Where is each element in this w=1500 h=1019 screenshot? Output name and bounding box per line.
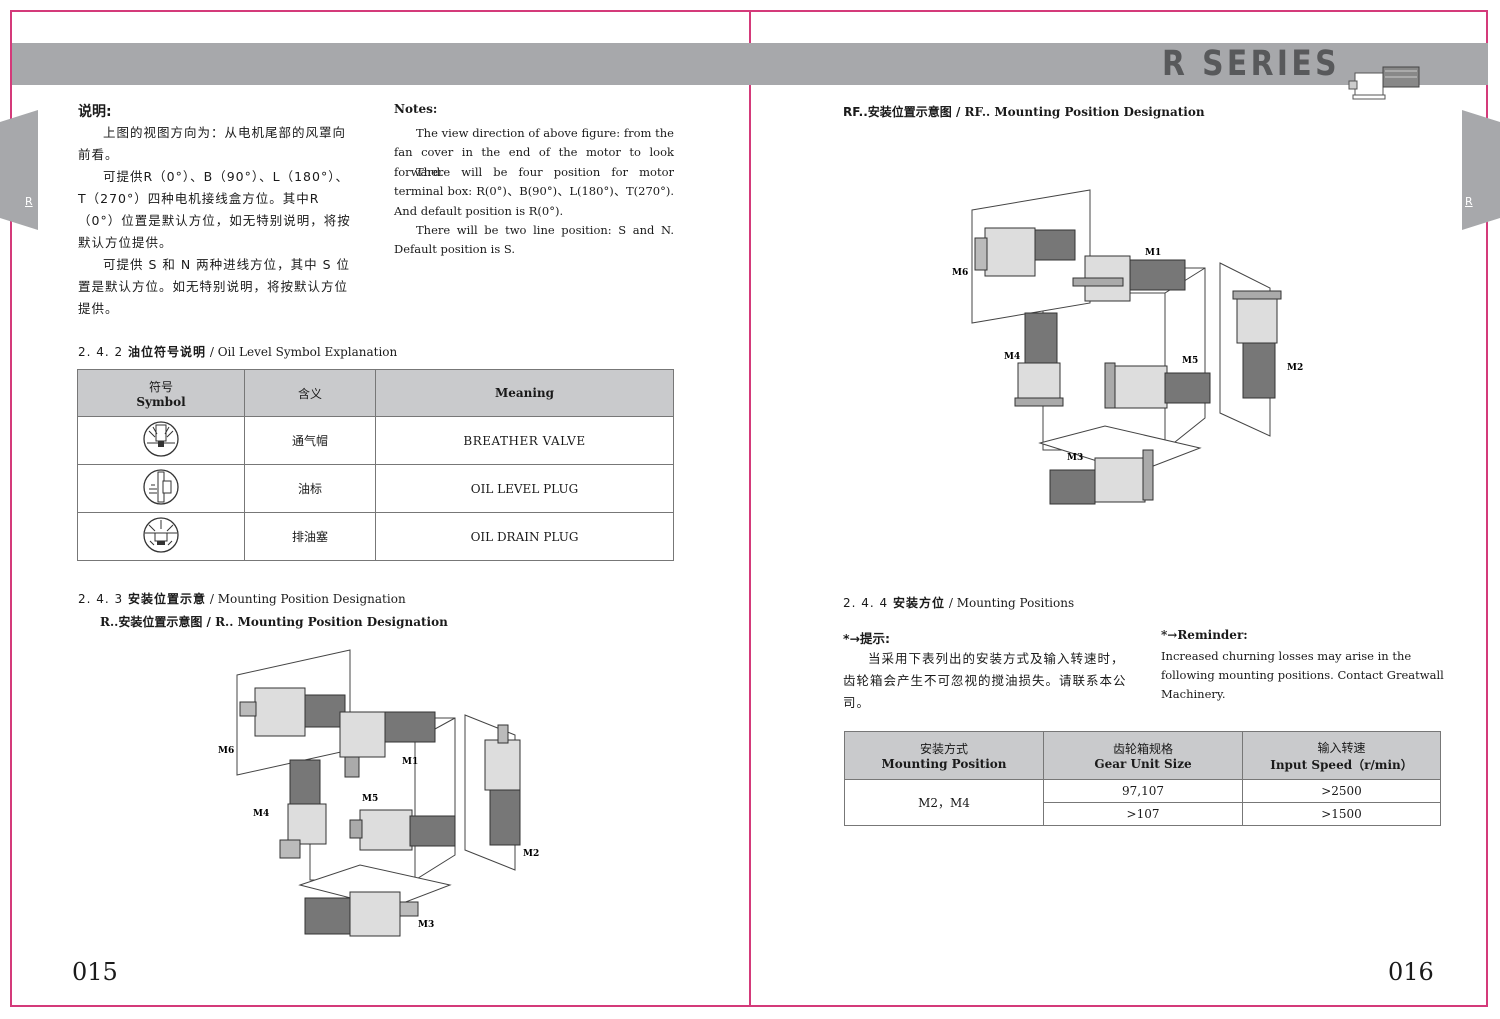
header-cn: 输入转速 (1317, 740, 1366, 755)
row-cn: 油标 (244, 464, 376, 513)
notes-en-title: Notes: (394, 102, 438, 116)
label-m2: M2 (523, 849, 539, 859)
notes-cn-title: 说明: (78, 104, 112, 120)
page-number-right: 016 (1388, 958, 1434, 986)
oil-symbol-table: 符号 Symbol 含义 Meaning 通气帽 BREATHER VALVE … (77, 369, 674, 561)
notes-en-p3: There will be two line position: S and N… (394, 223, 674, 257)
header-mounting-position: 安装方式 Mounting Position (844, 731, 1044, 780)
row-en: OIL LEVEL PLUG (375, 464, 674, 513)
rf-subtitle-en: / RF.. Mounting Position Designation (951, 105, 1205, 119)
row-cn: 通气帽 (244, 416, 376, 465)
label-m1: M1 (1145, 248, 1161, 258)
series-title: R SERIES (1162, 44, 1340, 84)
page-divider (749, 10, 751, 1007)
table-row: M2，M4 97,107 >2500 (844, 779, 1441, 826)
table-row: 通气帽 BREATHER VALVE (77, 416, 674, 465)
section-243-heading: 2. 4. 3 安装位置示意 / Mounting Position Desig… (78, 590, 406, 607)
oil-drain-plug-icon (77, 512, 245, 561)
rf-mounting-diagram: M6 M1 M4 M5 M2 M3 (952, 189, 1303, 505)
header-en: Mounting Position (881, 757, 1007, 771)
hint-cn-title: *→提示: (843, 631, 891, 646)
header-en: Gear Unit Size (1094, 757, 1192, 771)
section-num: 2. 4. 4 (843, 596, 889, 610)
label-m6: M6 (218, 746, 234, 756)
label-m3: M3 (1067, 453, 1083, 463)
section-en: / Mounting Positions (945, 596, 1075, 610)
r-mounting-diagram: M6 M1 M4 M5 M2 M3 (218, 649, 539, 937)
header-cn: 齿轮箱规格 (1112, 742, 1173, 756)
row-cn: 排油塞 (244, 512, 376, 561)
cell-size: 97,107 (1043, 779, 1243, 803)
side-tab-left (0, 110, 38, 230)
header-symbol-cn: 符号 (148, 379, 173, 394)
label-m4: M4 (1004, 352, 1020, 362)
table-row: 油标 OIL LEVEL PLUG (77, 464, 674, 513)
page-number-left: 015 (72, 958, 118, 986)
notes-en-p1: The view direction of above figure: from… (394, 126, 674, 179)
header-meaning-cn: 含义 (244, 369, 376, 417)
notes-cn-p1: 上图的视图方向为：从电机尾部的风罩向前看。 (78, 125, 347, 162)
notes-cn-p2: 可提供R（0°）、B（90°）、L（180°）、T（270°）四种电机接线盒方位… (78, 169, 351, 250)
table-row: >107 >1500 (845, 802, 1441, 826)
cell-position: M2，M4 (844, 779, 1044, 826)
breather-valve-icon (77, 416, 245, 465)
header-gear-unit-size: 齿轮箱规格 Gear Unit Size (1043, 731, 1243, 780)
header-bar (12, 43, 1488, 85)
label-m4: M4 (253, 809, 269, 819)
header-en: Input Speed（r/min） (1270, 757, 1413, 772)
table-row: 排油塞 OIL DRAIN PLUG (77, 512, 674, 561)
section-cn: 安装位置示意 (128, 592, 207, 606)
speed-table: 安装方式 Mounting Position 齿轮箱规格 Gear Unit S… (844, 731, 1441, 826)
cell-size: >107 (1043, 802, 1243, 826)
label-m5: M5 (1182, 356, 1198, 366)
side-tab-right-label: R (1465, 195, 1473, 208)
header-meaning-en: Meaning (375, 369, 674, 417)
gearbox-logo-icon (1348, 66, 1420, 100)
section-242-heading: 2. 4. 2 油位符号说明 / Oil Level Symbol Explan… (78, 343, 397, 360)
row-en: OIL DRAIN PLUG (375, 512, 674, 561)
label-m1: M1 (402, 757, 418, 767)
label-m2: M2 (1287, 363, 1303, 373)
oil-level-plug-icon (77, 464, 245, 513)
header-symbol: 符号 Symbol (77, 369, 245, 417)
side-tab-left-label: R (25, 195, 33, 208)
cell-speed: >2500 (1242, 779, 1441, 803)
notes-en-p2: There will be four position for motor te… (394, 165, 674, 218)
cell-speed: >1500 (1242, 802, 1441, 826)
hint-en-text: Increased churning losses may arise in t… (1161, 649, 1444, 701)
notes-cn-p3: 可提供 S 和 N 两种进线方位，其中 S 位置是默认方位。如无特别说明，将按默… (78, 257, 351, 316)
label-m5: M5 (362, 794, 378, 804)
section-num: 2. 4. 2 (78, 345, 124, 359)
section-en: / Mounting Position Designation (206, 592, 406, 606)
header-symbol-en: Symbol (136, 394, 186, 409)
header-cn: 安装方式 (919, 742, 968, 756)
hint-cn-text: 当采用下表列出的安装方式及输入转速时，齿轮箱会产生不可忽视的搅油损失。请联系本公… (843, 651, 1127, 710)
side-tab-right (1462, 110, 1500, 230)
hint-en-title: *→Reminder: (1161, 628, 1248, 642)
section-cn: 安装方位 (893, 596, 946, 610)
section-cn: 油位符号说明 (128, 345, 207, 359)
section-en: / Oil Level Symbol Explanation (206, 345, 398, 359)
r-diagram-subtitle: R..安装位置示意图 / R.. Mounting Position Desig… (100, 615, 448, 629)
row-en: BREATHER VALVE (375, 416, 674, 465)
label-m3: M3 (418, 920, 434, 930)
section-244-heading: 2. 4. 4 安装方位 / Mounting Positions (843, 594, 1074, 611)
section-num: 2. 4. 3 (78, 592, 124, 606)
rf-subtitle-cn: RF..安装位置示意图 (843, 105, 952, 119)
rf-diagram-subtitle: RF..安装位置示意图 / RF.. Mounting Position Des… (843, 103, 1205, 120)
label-m6: M6 (952, 268, 968, 278)
header-input-speed: 输入转速 Input Speed（r/min） (1242, 731, 1441, 780)
